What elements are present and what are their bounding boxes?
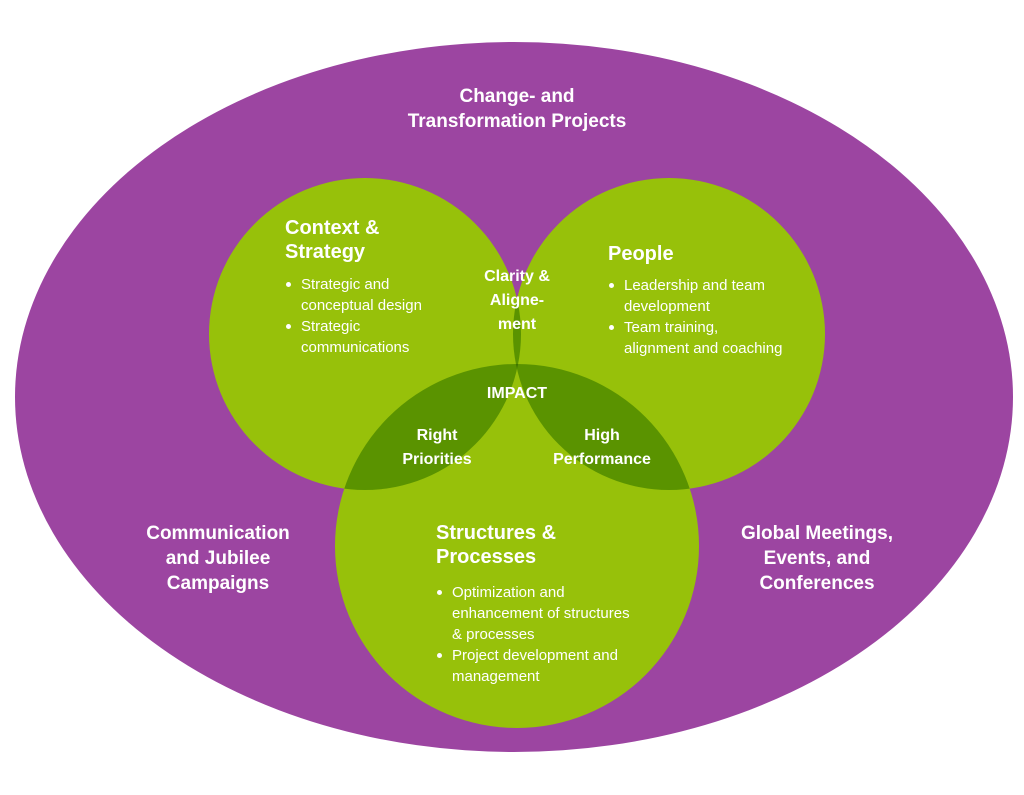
title-line: Structures & bbox=[436, 522, 557, 544]
label-line: Change- and bbox=[459, 86, 575, 107]
overlap-high-performance bbox=[513, 364, 699, 490]
label-global-meetings: Global Meetings, Events, and Conferences bbox=[700, 521, 934, 596]
label-line: and Jubilee bbox=[165, 548, 271, 569]
label-line: High bbox=[584, 427, 620, 444]
bullet-item: Leadership and team development bbox=[607, 275, 787, 317]
label-line: Aligne- bbox=[489, 292, 545, 309]
bullet-item: Strategic communications bbox=[284, 316, 434, 358]
label-line: Clarity & bbox=[484, 268, 550, 285]
title-line: Context & bbox=[285, 217, 380, 239]
label-clarity-alignment: Clarity & Aligne- ment bbox=[457, 265, 577, 337]
label-line: Transformation Projects bbox=[407, 111, 627, 132]
label-line: Priorities bbox=[402, 451, 472, 468]
label-change-transformation: Change- and Transformation Projects bbox=[362, 84, 672, 134]
title-line: People bbox=[608, 243, 674, 265]
label-impact: IMPACT bbox=[486, 385, 548, 402]
bullets-people: Leadership and team development Team tra… bbox=[607, 275, 787, 359]
bullet-item: Strategic and conceptual design bbox=[284, 274, 434, 316]
label-right-priorities: Right Priorities bbox=[382, 424, 492, 472]
title-line: Processes bbox=[436, 546, 537, 568]
label-line: Right bbox=[416, 427, 458, 444]
bullet-item: Team training, alignment and coaching bbox=[607, 317, 787, 359]
title-people: People bbox=[608, 242, 674, 266]
bullets-structures-processes: Optimization and enhancement of structur… bbox=[435, 582, 640, 687]
title-structures-processes: Structures & Processes bbox=[436, 521, 556, 569]
label-line: Performance bbox=[553, 451, 651, 468]
label-line: ment bbox=[497, 316, 537, 333]
bullet-item: Project development and management bbox=[435, 645, 640, 687]
label-communication-jubilee: Communication and Jubilee Campaigns bbox=[108, 521, 328, 596]
label-line: Events, and bbox=[763, 548, 871, 569]
label-line: Communication bbox=[146, 523, 290, 544]
bullets-context-strategy: Strategic and conceptual design Strategi… bbox=[284, 274, 434, 358]
label-line: Global Meetings, bbox=[740, 523, 894, 544]
label-line: Campaigns bbox=[166, 573, 270, 594]
label-high-performance: High Performance bbox=[542, 424, 662, 472]
bullet-item: Optimization and enhancement of structur… bbox=[435, 582, 640, 645]
title-context-strategy: Context & Strategy bbox=[285, 216, 379, 264]
title-line: Strategy bbox=[285, 241, 366, 263]
label-line: Conferences bbox=[759, 573, 875, 594]
overlap-right-priorities bbox=[335, 364, 521, 490]
